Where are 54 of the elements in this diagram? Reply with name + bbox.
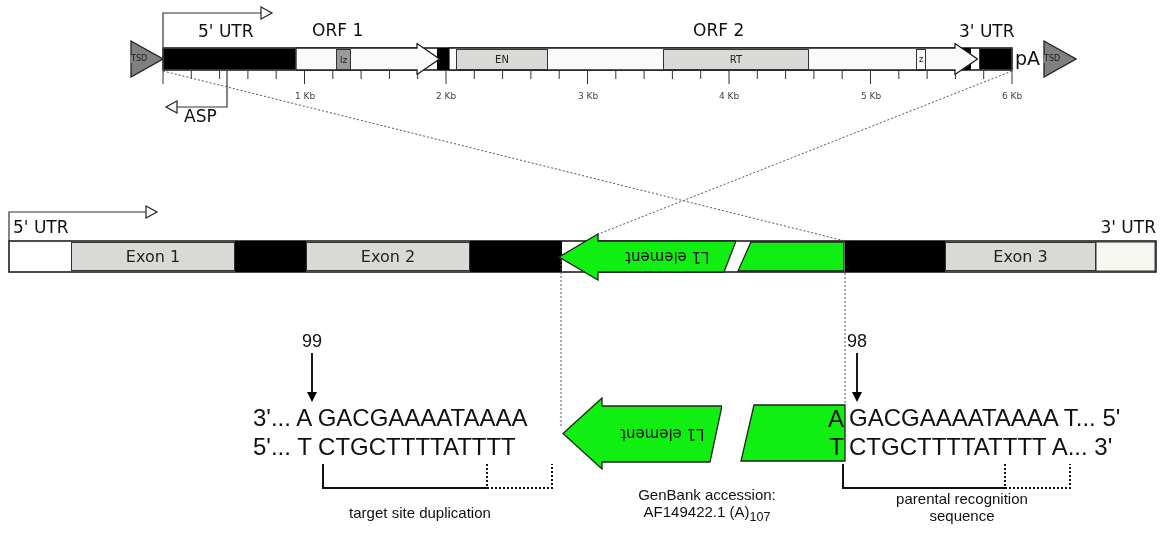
projection-line xyxy=(844,272,846,404)
domain-box xyxy=(456,49,548,70)
region-label: ORF 1 xyxy=(312,21,364,41)
sequence-text: 5'... T CTGCTTTTATTTT xyxy=(253,433,516,461)
domain-box xyxy=(663,49,809,70)
caption-text: target site duplication xyxy=(348,504,492,522)
arrow xyxy=(307,352,317,402)
element-label: L1 element xyxy=(624,248,710,266)
sequence-text: 3'... A GACGAAAATAAAA xyxy=(253,404,553,432)
tsd-triangle xyxy=(1043,40,1077,78)
domain-label: z xyxy=(918,55,924,64)
scale-label: 4 Kb xyxy=(717,91,741,102)
domain-label: EN xyxy=(495,54,509,65)
region-label: ASP xyxy=(184,107,217,127)
region-label: 5' UTR xyxy=(13,218,69,238)
l1-arrow xyxy=(562,397,722,470)
domain-label: lz xyxy=(339,54,348,65)
position-number: 99 xyxy=(298,330,326,352)
arrow xyxy=(852,352,862,402)
exon-box xyxy=(71,242,235,271)
domain-label: RT xyxy=(729,54,743,65)
exon-box xyxy=(306,242,470,271)
projection-line xyxy=(560,259,562,428)
l1-segment xyxy=(740,404,846,462)
scale-label: 5 Kb xyxy=(859,91,883,102)
region-label: 3' UTR xyxy=(1099,218,1156,238)
caption-text: parental recognition sequence xyxy=(895,490,1029,525)
region-label: 3' UTR xyxy=(959,22,1015,42)
scale-label: 2 Kb xyxy=(434,91,458,102)
caption-text: GenBank accession: AF149422.1 (A)$_{107}$ xyxy=(637,486,777,525)
scale-label: 1 Kb xyxy=(293,91,317,102)
exon-label: Exon 3 xyxy=(993,247,1048,266)
l1-segment xyxy=(737,241,845,272)
base-letter: A xyxy=(828,405,845,433)
projection-line xyxy=(162,70,846,242)
tsd-label: TSD xyxy=(130,55,148,63)
exon-label: Exon 1 xyxy=(125,247,181,266)
tsd-label: TSD xyxy=(1043,55,1061,63)
domain-box xyxy=(916,49,926,70)
region-label: 5' UTR xyxy=(198,22,254,42)
sequence-text: GACGAAAATAAAA T... 5' xyxy=(849,404,1139,432)
region-label: pA xyxy=(1015,47,1041,69)
tsd-triangle xyxy=(130,40,164,78)
element-label: L1 element xyxy=(619,424,705,443)
base-letter: T xyxy=(829,433,845,461)
scale-label: 3 Kb xyxy=(576,91,600,102)
l1-arrow xyxy=(558,233,736,281)
position-number: 98 xyxy=(843,330,871,352)
exon-box xyxy=(945,242,1096,271)
domain-box xyxy=(336,49,351,70)
region-label: ORF 2 xyxy=(693,21,745,41)
sequence-text: CTGCTTTTATTTT A... 3' xyxy=(849,433,1113,461)
scale-label: 6 Kb xyxy=(1000,91,1024,102)
exon-label: Exon 2 xyxy=(360,247,416,266)
